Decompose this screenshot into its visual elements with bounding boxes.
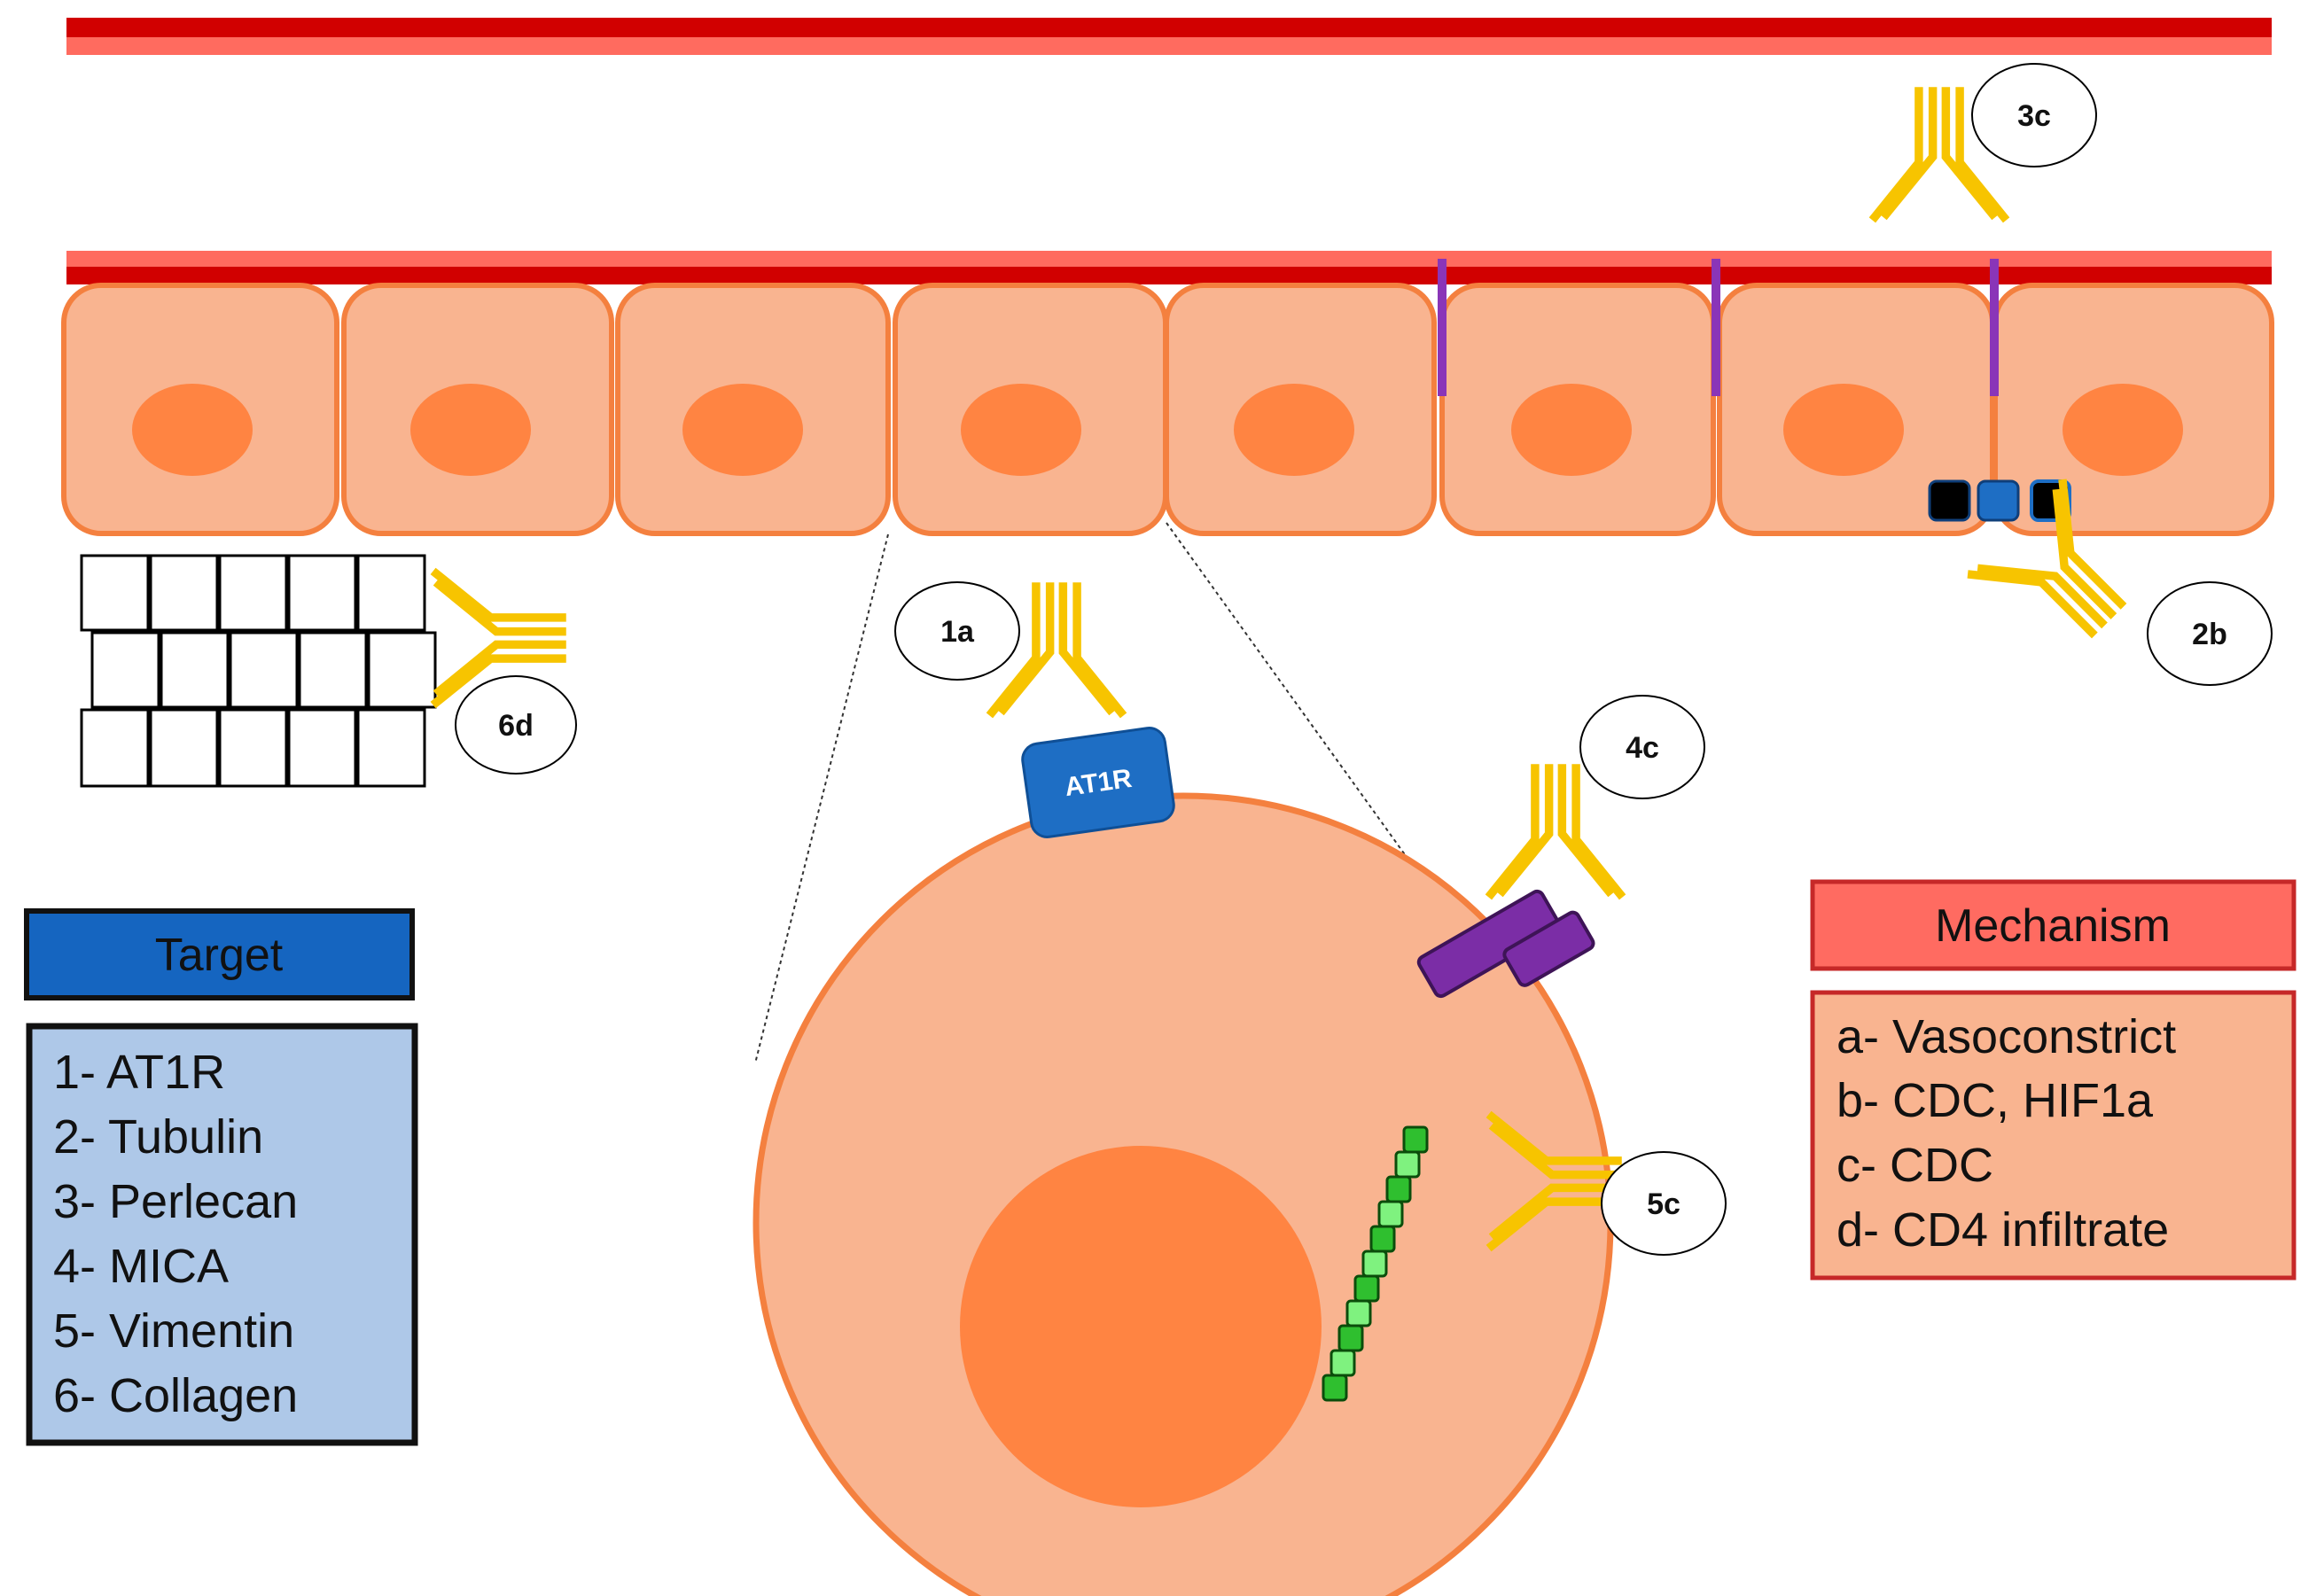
target-legend-header xyxy=(24,908,415,1000)
zoom-lines xyxy=(754,522,1441,1064)
tubulin-chain xyxy=(1928,479,2071,522)
callout-6d: 6d xyxy=(455,675,577,775)
cell-nucleus xyxy=(1511,384,1632,476)
cell-nucleus xyxy=(682,384,803,476)
target-item: 3- Perlecan xyxy=(53,1175,298,1228)
enlarged-cell xyxy=(753,792,1614,1596)
perlecan-lines xyxy=(1438,259,1999,396)
callout-6d-text: 6d xyxy=(498,709,534,743)
mechanism-legend-title: Mechanism xyxy=(1935,900,2171,952)
cell-nucleus xyxy=(410,384,531,476)
target-item: 2- Tubulin xyxy=(53,1110,263,1164)
target-legend-body xyxy=(26,1023,418,1446)
callout-1a-text: 1a xyxy=(940,615,975,649)
callout-2b-text: 2b xyxy=(2192,618,2227,651)
vessel-bottom-wall xyxy=(66,251,2272,284)
mechanism-item: c- CDC xyxy=(1836,1139,1993,1192)
collagen-grid xyxy=(80,554,437,788)
target-item: 4- MICA xyxy=(53,1240,229,1293)
cell-nucleus xyxy=(2063,384,2183,476)
callout-2b: 2b xyxy=(2147,581,2273,686)
callout-4c: 4c xyxy=(1579,695,1705,799)
mechanism-legend-header xyxy=(1810,879,2297,971)
cell-nucleus xyxy=(132,384,253,476)
mechanism-item: d- CD4 infiltrate xyxy=(1836,1203,2169,1257)
callout-4c-text: 4c xyxy=(1626,731,1659,765)
cell-nucleus xyxy=(1783,384,1904,476)
at1r-receptor: AT1R xyxy=(1021,727,1175,838)
mechanism-legend: Mechanism a- Vasoconstrict b- CDC, HIF1a… xyxy=(1810,879,2297,1281)
callout-5c-text: 5c xyxy=(1647,1187,1680,1221)
target-legend-title: Target xyxy=(155,930,284,981)
callout-3c-text: 3c xyxy=(2017,99,2051,133)
vimentin-chain xyxy=(1322,1125,1429,1402)
mechanism-item: b- CDC, HIF1a xyxy=(1836,1074,2154,1127)
mechanism-legend-body xyxy=(1810,990,2297,1281)
target-item: 6- Collagen xyxy=(53,1369,298,1422)
target-item: 5- Vimentin xyxy=(53,1304,294,1358)
vessel-top-wall xyxy=(66,18,2272,55)
mechanism-item: a- Vasoconstrict xyxy=(1836,1010,2176,1063)
callout-1a: 1a xyxy=(894,581,1020,681)
mica-molecule xyxy=(1416,889,1595,999)
target-legend: Target 1- AT1R 2- Tubulin 3- Perlecan 4-… xyxy=(24,908,418,1446)
cell-nucleus xyxy=(961,384,1081,476)
cell-nucleus xyxy=(1234,384,1354,476)
target-item: 1- AT1R xyxy=(53,1046,225,1099)
callout-3c: 3c xyxy=(1971,63,2097,167)
endothelial-cell-layer xyxy=(61,283,2274,536)
callout-5c: 5c xyxy=(1601,1151,1727,1256)
enlarged-cell-nucleus xyxy=(960,1146,1322,1507)
